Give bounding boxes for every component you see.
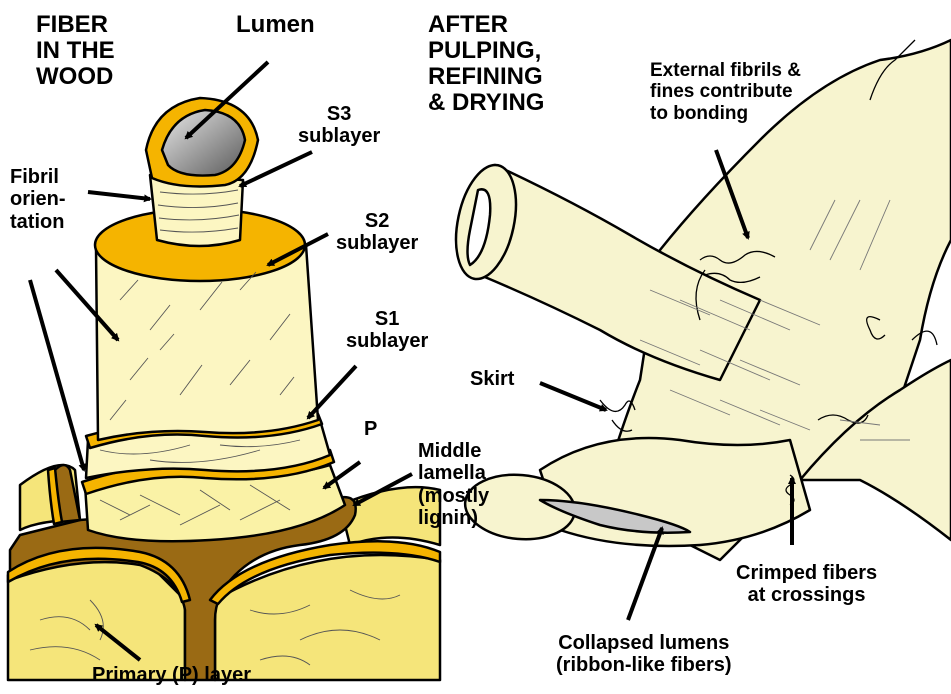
- s2-line: S2: [336, 210, 418, 232]
- external-fibrils-line: External fibrils &: [650, 60, 801, 81]
- label-fibril-orientation: Fibril orien- tation: [10, 166, 66, 233]
- label-middle-lamella: Middle lamella (mostly lignin): [418, 440, 489, 530]
- label-collapsed-lumens: Collapsed lumens (ribbon-like fibers): [556, 632, 732, 677]
- s1-line: S1: [346, 308, 428, 330]
- middle-lamella-line: lignin): [418, 507, 489, 529]
- arrow-fibril-upper: [88, 192, 150, 199]
- middle-lamella-line: lamella: [418, 462, 489, 484]
- crimped-line: Crimped fibers: [736, 562, 877, 584]
- fibril-line: tation: [10, 211, 66, 233]
- label-external-fibrils: External fibrils & fines contribute to b…: [650, 60, 801, 124]
- left-heading-line: WOOD: [36, 64, 115, 90]
- middle-lamella-line: (mostly: [418, 485, 489, 507]
- s2-line: sublayer: [336, 232, 418, 254]
- arrow-fibril-base: [30, 280, 84, 470]
- right-heading-line: PULPING,: [428, 38, 544, 64]
- label-s1-sublayer: S1 sublayer: [346, 308, 428, 353]
- label-s2-sublayer: S2 sublayer: [336, 210, 418, 255]
- collapsed-line: (ribbon-like fibers): [556, 654, 732, 676]
- s1-line: sublayer: [346, 330, 428, 352]
- label-crimped-fibers: Crimped fibers at crossings: [736, 562, 877, 607]
- label-s3-sublayer: S3 sublayer: [298, 103, 380, 148]
- right-heading-line: AFTER: [428, 12, 544, 38]
- fibril-line: Fibril: [10, 166, 66, 188]
- external-fibrils-line: to bonding: [650, 103, 801, 124]
- crimped-line: at crossings: [736, 584, 877, 606]
- right-heading-line: & DRYING: [428, 90, 544, 116]
- label-lumen: Lumen: [236, 12, 315, 38]
- middle-lamella-line: Middle: [418, 440, 489, 462]
- fibril-line: orien-: [10, 188, 66, 210]
- s3-line: sublayer: [298, 125, 380, 147]
- label-skirt: Skirt: [470, 368, 514, 390]
- right-heading-line: REFINING: [428, 64, 544, 90]
- external-fibrils-line: fines contribute: [650, 81, 801, 102]
- wood-fiber-illustration: [8, 98, 440, 680]
- left-heading-line: IN THE: [36, 38, 115, 64]
- left-panel-heading: FIBER IN THE WOOD: [36, 12, 115, 90]
- label-primary-layer: Primary (P) layer: [92, 664, 251, 686]
- arrow-skirt: [540, 383, 606, 410]
- left-heading-line: FIBER: [36, 12, 115, 38]
- label-p: P: [364, 418, 377, 440]
- s3-line: S3: [298, 103, 380, 125]
- collapsed-line: Collapsed lumens: [556, 632, 732, 654]
- right-panel-heading: AFTER PULPING, REFINING & DRYING: [428, 12, 544, 116]
